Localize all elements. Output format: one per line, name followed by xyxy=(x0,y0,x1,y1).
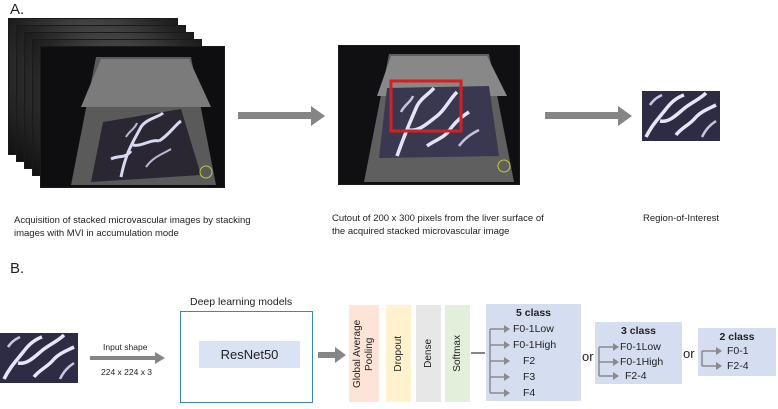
resnet-box: ResNet50 xyxy=(199,341,300,368)
layer-dropout-label: Dropout xyxy=(392,335,404,372)
panel-a-label: A. xyxy=(10,1,25,18)
five-class-title: 5 class xyxy=(515,307,552,319)
arrow-a2-head xyxy=(618,106,632,126)
layer-dense: Dense xyxy=(416,305,441,402)
arrow-a1-head xyxy=(311,106,325,126)
models-title: Deep learning models xyxy=(190,296,293,308)
cutout-ultrasound-image xyxy=(338,45,520,185)
caption-cutout-line2: the acquired stacked microvascular image xyxy=(332,226,510,237)
input-arrow-head xyxy=(155,352,165,364)
layer-dropout: Dropout xyxy=(386,305,411,402)
five-class-item: F4 xyxy=(523,387,536,399)
resnet-label: ResNet50 xyxy=(220,347,279,362)
layer-softmax-label: Softmax xyxy=(451,335,463,372)
caption-cutout: Cutout of 200 x 300 pixels from the live… xyxy=(332,212,622,238)
two-class-item: F2-4 xyxy=(727,360,749,372)
front-ultrasound-image xyxy=(40,46,225,188)
or-label-1: or xyxy=(582,349,594,364)
roi-image xyxy=(642,91,720,141)
arrow-a2 xyxy=(545,112,619,119)
panel-b-label: B. xyxy=(10,260,25,277)
input-image xyxy=(0,333,78,383)
caption-cutout-line1: Cutout of 200 x 300 pixels from the live… xyxy=(332,213,544,224)
input-shape-label: Input shape xyxy=(103,342,148,352)
five-class-item: F0-1Low xyxy=(513,323,554,335)
models-arrow-head xyxy=(335,347,346,363)
stacked-images xyxy=(8,18,225,188)
caption-acquisition-line2: images with MVI in accumulation mode xyxy=(14,228,179,239)
five-class-tree xyxy=(489,325,510,397)
five-class-item: F0-1High xyxy=(513,339,557,351)
layer-gap-label: Global Average Pooling xyxy=(352,319,375,388)
layer-dense-label: Dense xyxy=(422,339,434,368)
arrow-a1 xyxy=(238,112,312,119)
or-label-2: or xyxy=(683,346,695,361)
two-class-box: 2 class F0-1 F2-4 xyxy=(698,328,776,376)
layer-softmax: Softmax xyxy=(445,305,470,402)
five-class-item: F3 xyxy=(523,371,536,383)
two-class-tree xyxy=(701,347,722,370)
two-class-item: F0-1 xyxy=(727,345,749,357)
three-class-title: 3 class xyxy=(620,325,657,337)
caption-acquisition-line1: Acquisition of stacked microvascular ima… xyxy=(14,215,251,226)
caption-roi: Region-of-Interest xyxy=(643,213,720,224)
caption-acquisition: Acquisition of stacked microvascular ima… xyxy=(14,214,314,240)
softmax-connector xyxy=(471,352,485,354)
input-arrow xyxy=(90,356,156,360)
five-class-item: F2 xyxy=(523,355,536,367)
three-class-item: F0-1Low xyxy=(620,341,661,353)
models-arrow xyxy=(318,352,336,358)
layer-gap: Global Average Pooling xyxy=(349,305,379,402)
models-frame xyxy=(180,311,313,403)
three-class-item: F0-1High xyxy=(620,356,664,368)
input-shape-value: 224 x 224 x 3 xyxy=(101,367,153,377)
three-class-tree xyxy=(598,343,619,380)
five-class-box: 5 class F0-1Low F0-1High F2 F3 F4 xyxy=(486,304,581,401)
two-class-title: 2 class xyxy=(719,331,755,343)
three-class-item: F2-4 xyxy=(625,370,647,382)
three-class-box: 3 class F0-1Low F0-1High F2-4 xyxy=(595,322,682,384)
